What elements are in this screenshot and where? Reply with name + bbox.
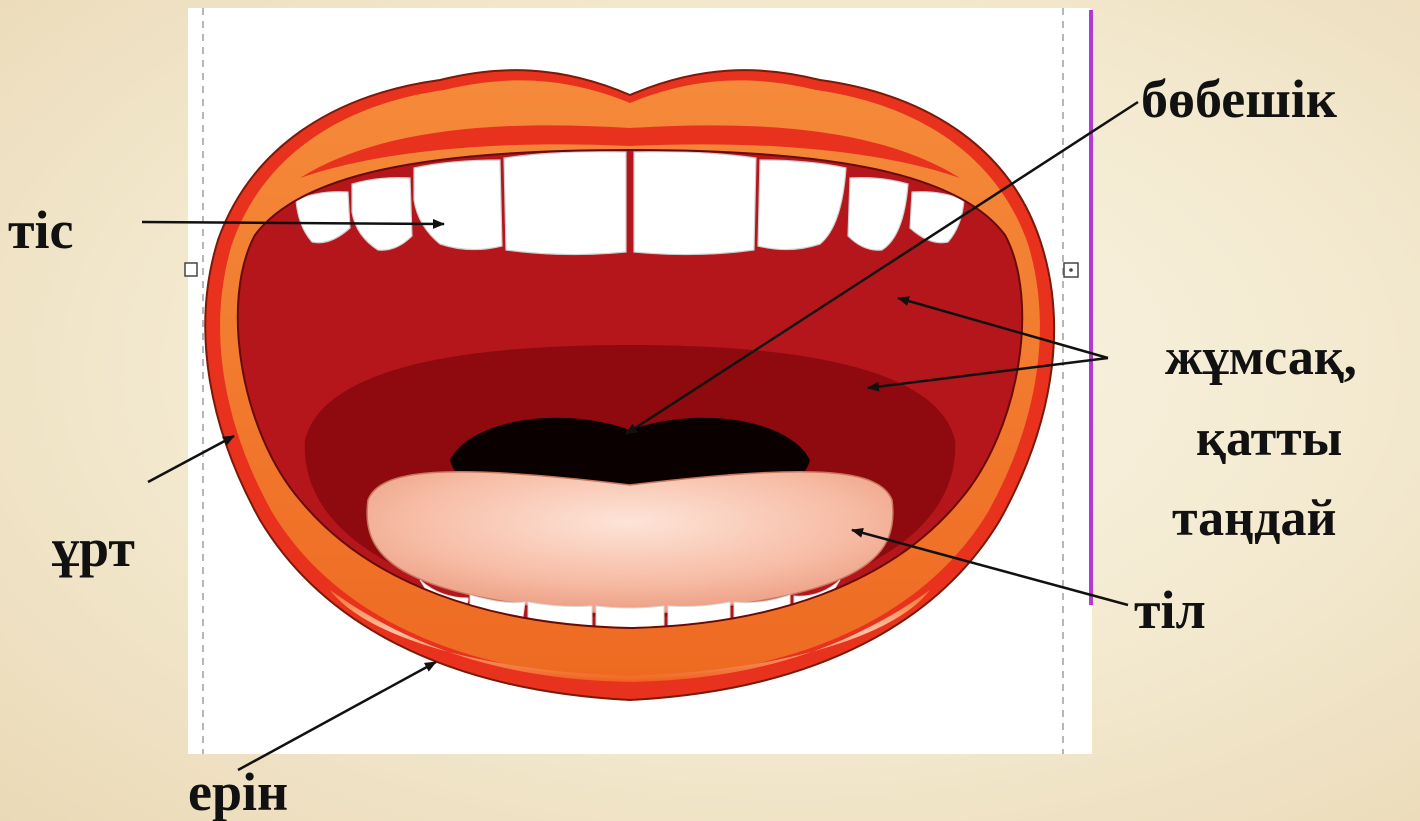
label-palate-line3: таңдай: [1172, 490, 1336, 547]
label-cheek: ұрт: [52, 518, 135, 578]
label-uvula: бөбешік: [1141, 69, 1338, 129]
label-tooth: тіс: [8, 200, 74, 260]
label-lip: ерін: [188, 762, 288, 821]
label-tongue: тіл: [1134, 580, 1206, 640]
label-palate-line1: жұмсақ,: [1165, 329, 1357, 386]
label-palate-line2: қатты: [1196, 410, 1342, 467]
resize-handle-left[interactable]: [185, 263, 197, 276]
